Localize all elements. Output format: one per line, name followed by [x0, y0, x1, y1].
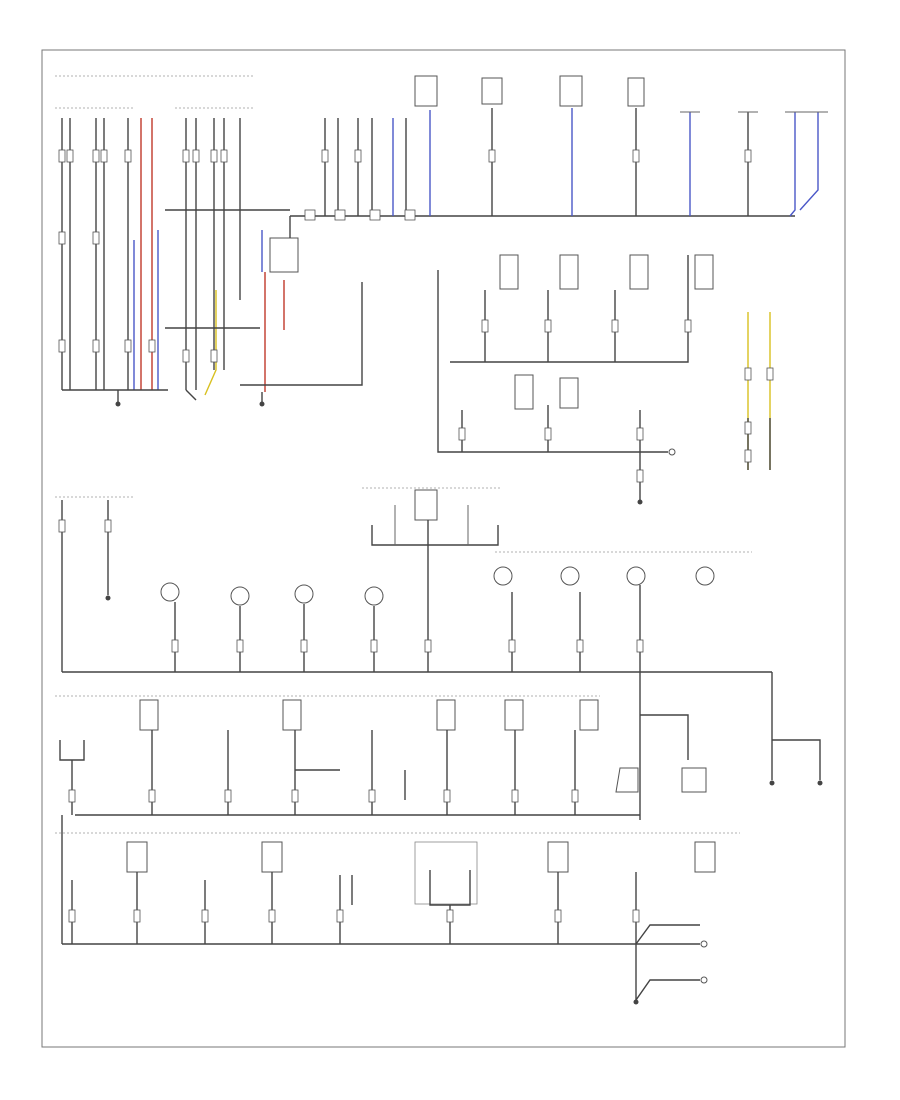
component-box-10 — [514, 374, 534, 410]
component-box-21 — [261, 841, 283, 873]
component-box-7 — [559, 254, 579, 290]
bulb-3 — [294, 584, 314, 604]
ground-point-g1 — [115, 401, 121, 407]
ground-point-g5 — [105, 595, 111, 601]
component-box-2 — [481, 77, 503, 105]
component-box-1 — [414, 75, 438, 107]
component-box-24 — [694, 841, 716, 873]
diagram-frame — [41, 49, 846, 1048]
component-box-6 — [499, 254, 519, 290]
bottom-row-components — [55, 815, 740, 1005]
component-box-17 — [436, 699, 456, 731]
ground-point-g4 — [637, 499, 643, 505]
middle-right-cluster — [437, 254, 774, 505]
bulb-4 — [364, 586, 384, 606]
bulb-1 — [160, 582, 180, 602]
component-box-22 — [414, 841, 478, 905]
ground-point-g7 — [817, 780, 823, 786]
bulb-5 — [493, 566, 513, 586]
component-box-12 — [414, 489, 438, 521]
ground-point-g10 — [633, 999, 639, 1005]
row-3-components — [55, 672, 823, 816]
bulb-8 — [695, 566, 715, 586]
component-box-4 — [627, 77, 645, 107]
component-box-9 — [694, 254, 714, 290]
component-box-5 — [269, 237, 299, 273]
component-box-8 — [629, 254, 649, 290]
bulb-7 — [626, 566, 646, 586]
component-box-18 — [504, 699, 524, 731]
component-box-11 — [559, 377, 579, 409]
middle-bus — [55, 496, 772, 820]
ground-point-g3 — [668, 448, 676, 456]
bulb-6 — [560, 566, 580, 586]
top-right-harness — [240, 75, 828, 407]
ground-point-g8 — [700, 940, 708, 948]
bulb-2 — [230, 586, 250, 606]
ground-point-g6 — [769, 780, 775, 786]
component-box-13 — [615, 767, 639, 793]
component-box-15 — [139, 699, 159, 731]
ground-point-g9 — [700, 976, 708, 984]
component-box-20 — [126, 841, 148, 873]
top-left-harness — [55, 75, 290, 407]
component-box-14 — [681, 767, 707, 793]
component-box-3 — [559, 75, 583, 107]
ground-point-g2 — [259, 401, 265, 407]
component-box-23 — [547, 841, 569, 873]
component-box-19 — [579, 699, 599, 731]
component-box-16 — [282, 699, 302, 731]
